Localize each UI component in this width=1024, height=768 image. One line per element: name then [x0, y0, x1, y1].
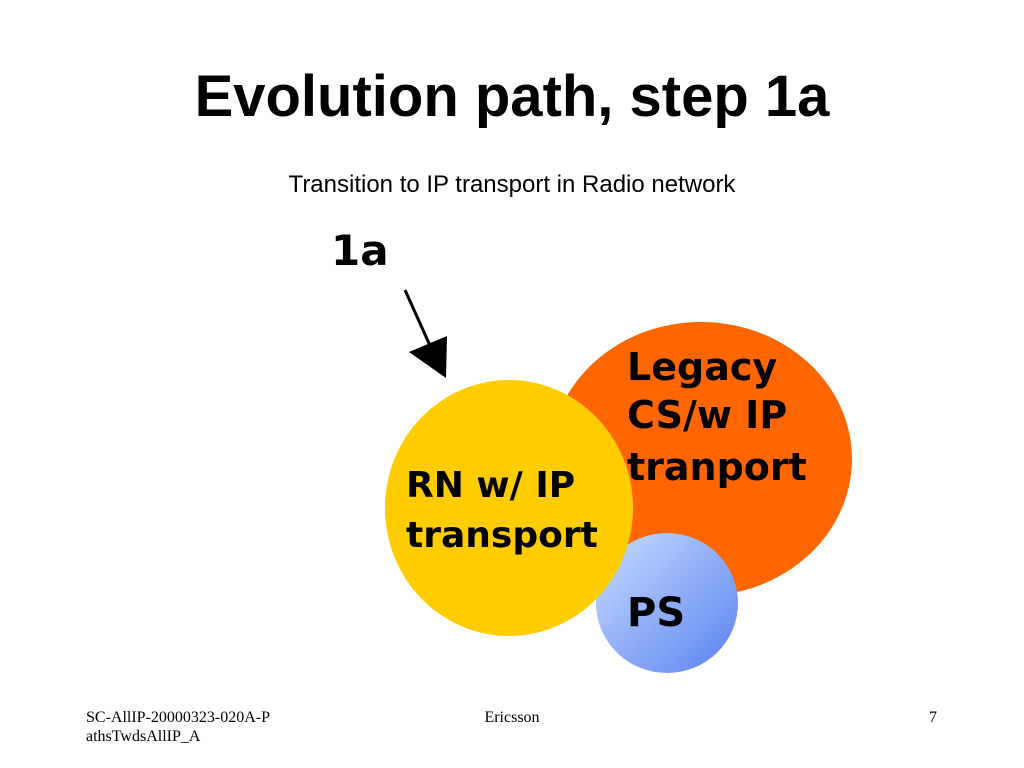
- footer-page-number: 7: [929, 709, 937, 726]
- footer-doc-id: SC-AllIP-20000323-020A-PathsTwdsAllIP_A: [86, 709, 271, 745]
- legacy-cs-label-line: CS/w IP: [627, 393, 787, 437]
- legacy-cs-label-line: Legacy: [627, 345, 777, 389]
- footer-company: Ericsson: [484, 709, 540, 726]
- rn-circle: [385, 380, 633, 636]
- legacy-cs-label-line: tranport: [627, 445, 807, 489]
- rn-label-line: transport: [406, 515, 598, 556]
- slide-title: Evolution path, step 1a: [194, 64, 830, 129]
- ps-label: PS: [627, 590, 685, 636]
- arrow-head: [409, 336, 447, 378]
- slide-subtitle: Transition to IP transport in Radio netw…: [288, 171, 736, 198]
- rn-label: RN w/ IP transport: [406, 465, 598, 556]
- arrow-shaft: [403, 289, 434, 351]
- rn-label-line: RN w/ IP: [406, 465, 575, 506]
- step-label: 1a: [331, 226, 389, 275]
- legacy-cs-label: Legacy CS/w IP tranport: [627, 345, 807, 489]
- ps-circle: [596, 533, 738, 673]
